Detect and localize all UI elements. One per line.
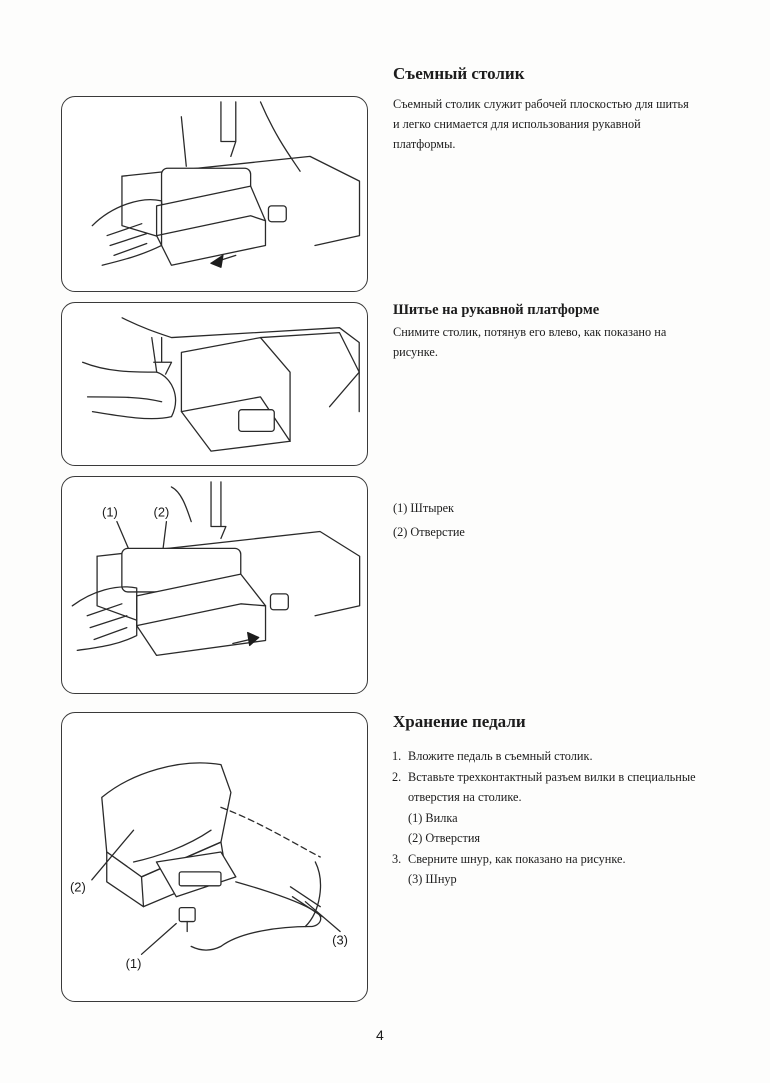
list-item: 2. Вставьте трехконтактный разъем вилки … [392,769,696,805]
removable-table-text: Съемный столик служит рабочей плоскостью… [393,97,689,151]
list-subitem: (1) Вилка [408,810,458,825]
callout-pin: (1) [102,505,118,520]
illustration-pin-hole-drawing: (1) (2) [71,481,361,656]
list-subitem: (3) Шнур [408,872,457,886]
callout-cord: (3) [332,932,348,947]
heading-removable-table: Съемный столик [393,64,525,83]
illustration-pin-hole: (1) (2) [61,476,368,694]
list-item: 1. Вложите педаль в съемный столик. [392,749,593,763]
callout-plug: (1) [126,956,142,971]
parts-item-pin: (1) Штырек [393,501,455,515]
page-number: 4 [376,1027,384,1043]
callout-hole: (2) [154,505,170,520]
illustration-remove-table-drawing [91,101,361,268]
pedal-steps-list: 1. Вложите педаль в съемный столик. 2. В… [392,746,732,890]
illustration-pedal-storage: (2) (1) (3) [61,712,368,1002]
list-subitem: (2) Отверстия [408,831,481,845]
list-item: 3. Сверните шнур, как показано на рисунк… [392,851,626,866]
illustration-remove-table [61,96,368,292]
free-arm-text: Снимите столик, потянув его влево, как п… [393,325,667,359]
illustration-free-arm-drawing [81,317,360,452]
heading-pedal-storage: Хранение педали [393,712,526,731]
heading-free-arm: Шитье на рукавной платформе [393,302,600,318]
illustration-free-arm [61,302,368,466]
callout-holes: (2) [70,880,86,895]
parts-item-hole: (2) Отверстие [393,525,465,539]
illustration-pedal-storage-drawing: (2) (1) (3) [70,762,348,971]
